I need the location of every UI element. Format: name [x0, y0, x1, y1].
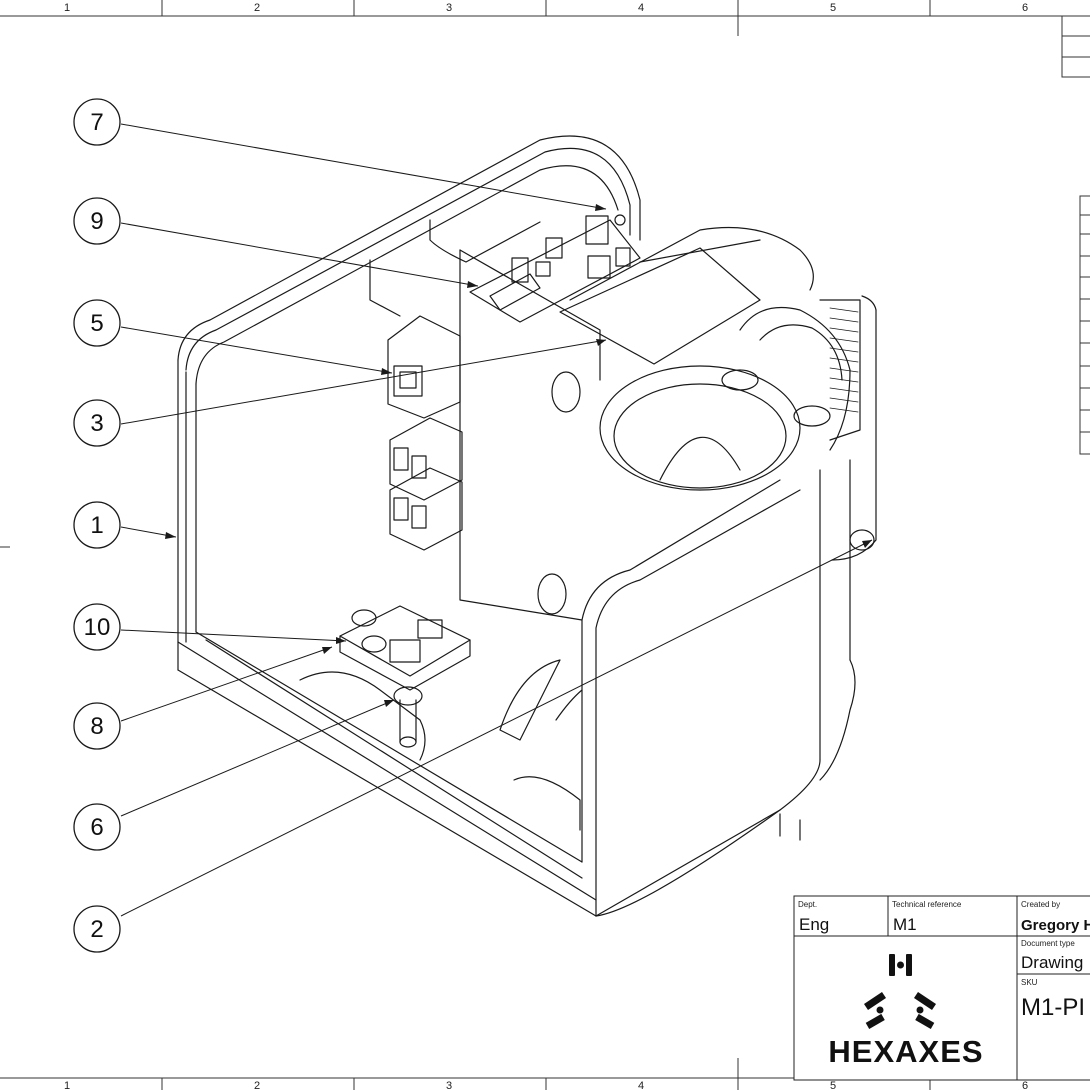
zone-bottom-6: 6: [1022, 1080, 1028, 1090]
doctype-value: Drawing: [1021, 953, 1083, 972]
zone-bottom-4: 4: [638, 1080, 644, 1090]
enclosure-drawing: [177, 135, 877, 917]
created-label: Created by: [1021, 900, 1060, 909]
callout-10: 10: [73, 603, 121, 651]
callout-9-label: 9: [90, 208, 103, 235]
leader-lines: [120, 123, 873, 917]
callout-2-label: 2: [90, 916, 103, 943]
zone-top-4: 4: [638, 2, 644, 14]
zone-bottom-2: 2: [254, 1080, 260, 1090]
zone-bottom-3: 3: [446, 1080, 452, 1090]
created-value: Gregory H: [1021, 917, 1090, 934]
callout-7-label: 7: [90, 109, 103, 136]
callout-2: 2: [73, 905, 121, 953]
callout-3: 3: [73, 399, 121, 447]
logo-mark-icon: [864, 954, 936, 1029]
callout-7-circle: [73, 98, 121, 146]
zone-top-6: 6: [1022, 2, 1028, 14]
revision-table: [1061, 15, 1090, 78]
hexaxes-logo: HEXAXES: [828, 954, 983, 1069]
zone-top-2: 2: [254, 2, 260, 14]
title-block: Dept. Eng Technical reference M1 Created…: [793, 895, 1090, 1081]
callout-5-circle: [73, 299, 121, 347]
callout-10-circle: [73, 603, 121, 651]
callout-3-circle: [73, 399, 121, 447]
dept-value: Eng: [799, 915, 829, 934]
zone-top-1: 1: [64, 2, 70, 14]
callout-1-circle: [73, 501, 121, 549]
callout-8-label: 8: [90, 713, 103, 740]
logo-wordmark: HEXAXES: [828, 1034, 983, 1069]
callout-9: 9: [73, 197, 121, 245]
callout-5: 5: [73, 299, 121, 347]
zone-bottom-1: 1: [64, 1080, 70, 1090]
callout-1-label: 1: [90, 512, 103, 539]
callout-10-label: 10: [84, 614, 111, 641]
callout-3-label: 3: [90, 410, 103, 437]
bom-table: [1079, 195, 1090, 455]
callout-6-circle: [73, 803, 121, 851]
leader-arrowheads: [165, 204, 872, 707]
callout-7: 7: [73, 98, 121, 146]
callout-6-label: 6: [90, 814, 103, 841]
sku-label: SKU: [1021, 978, 1038, 987]
techref-label: Technical reference: [892, 900, 962, 909]
doctype-label: Document type: [1021, 939, 1075, 948]
callout-2-circle: [73, 905, 121, 953]
zone-top-5: 5: [830, 2, 836, 14]
callout-6: 6: [73, 803, 121, 851]
dept-label: Dept.: [798, 900, 817, 909]
zone-bottom-5: 5: [830, 1080, 836, 1090]
callout-8-circle: [73, 702, 121, 750]
callout-8: 8: [73, 702, 121, 750]
top-zone-strip: [0, 0, 1090, 36]
sku-value: M1-PI: [1021, 994, 1085, 1021]
techref-value: M1: [893, 915, 917, 934]
callout-5-label: 5: [90, 310, 103, 337]
zone-top-3: 3: [446, 2, 452, 14]
callout-1: 1: [73, 501, 121, 549]
callout-9-circle: [73, 197, 121, 245]
